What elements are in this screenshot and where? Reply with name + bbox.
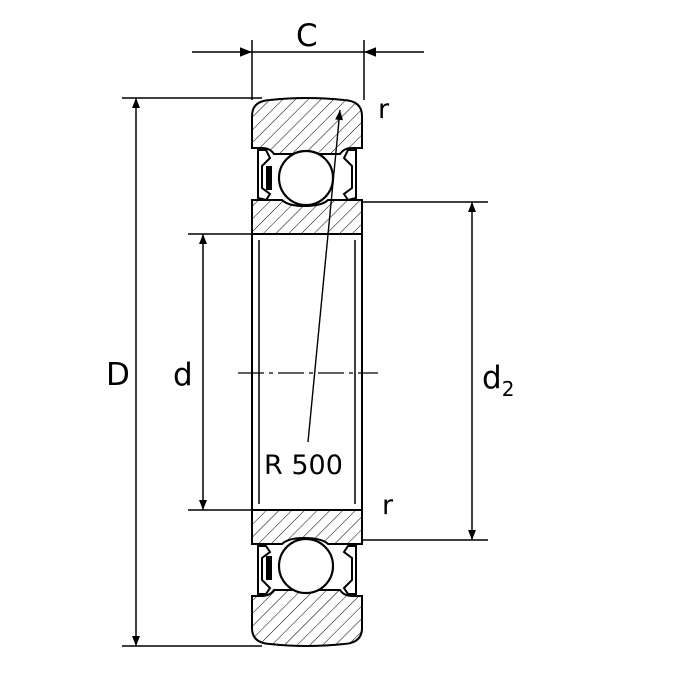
seal-left-top (257, 149, 272, 202)
outer-ring-bottom (251, 589, 363, 647)
dim-label-d2-base: d (482, 360, 502, 396)
seal-insert-left-bottom (266, 556, 272, 580)
ball-top (277, 149, 335, 207)
seal-left-bottom (257, 545, 272, 595)
radius-label-top: r (378, 94, 390, 125)
outer-ring-top (251, 97, 363, 155)
dim-label-c: C (296, 18, 318, 54)
dim-label-d2-subscript: 2 (502, 377, 515, 401)
seal-right-bottom (342, 545, 357, 595)
crown-radius-leader (307, 109, 344, 443)
seal-insert-left-top (266, 166, 272, 190)
radius-label-bottom: r (382, 490, 394, 521)
dim-label-d-bore: d (173, 357, 193, 393)
crown-radius-label: R 500 (264, 450, 343, 481)
dim-label-d-outer: D (106, 357, 130, 393)
ball-bottom (277, 537, 335, 595)
dim-label-d2: d2 (482, 360, 514, 401)
seal-right-top (342, 149, 357, 202)
